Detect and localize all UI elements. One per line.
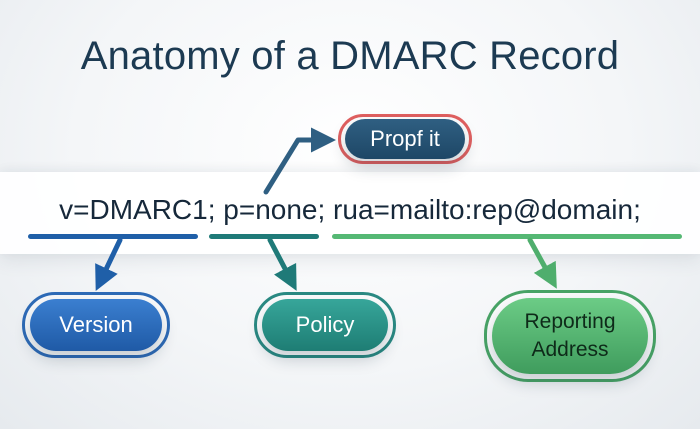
record-band [0, 172, 700, 254]
reporting-arrow [527, 237, 557, 289]
version-arrow [95, 237, 123, 292]
version-pill: Version [30, 299, 162, 351]
reporting-label-line2: Address [531, 338, 609, 361]
reporting-label-line1: Reporting [524, 310, 616, 333]
policy-underline [209, 234, 319, 239]
reporting-underline [332, 234, 682, 239]
reporting-address-pill: Reporting Address [492, 298, 648, 374]
profit-arrow [263, 127, 336, 195]
profit-pill: Propf it [345, 119, 465, 159]
policy-label: Policy [295, 312, 355, 337]
dmarc-record-text: v=DMARC1; p=none; rua=mailto:rep@domain; [59, 194, 641, 225]
diagram-title: Anatomy of a DMARC Record [80, 34, 620, 78]
policy-pill: Policy [262, 299, 388, 351]
version-underline [28, 234, 198, 239]
version-label: Version [59, 312, 133, 337]
policy-arrow [267, 237, 297, 291]
profit-label: Propf it [370, 126, 440, 151]
